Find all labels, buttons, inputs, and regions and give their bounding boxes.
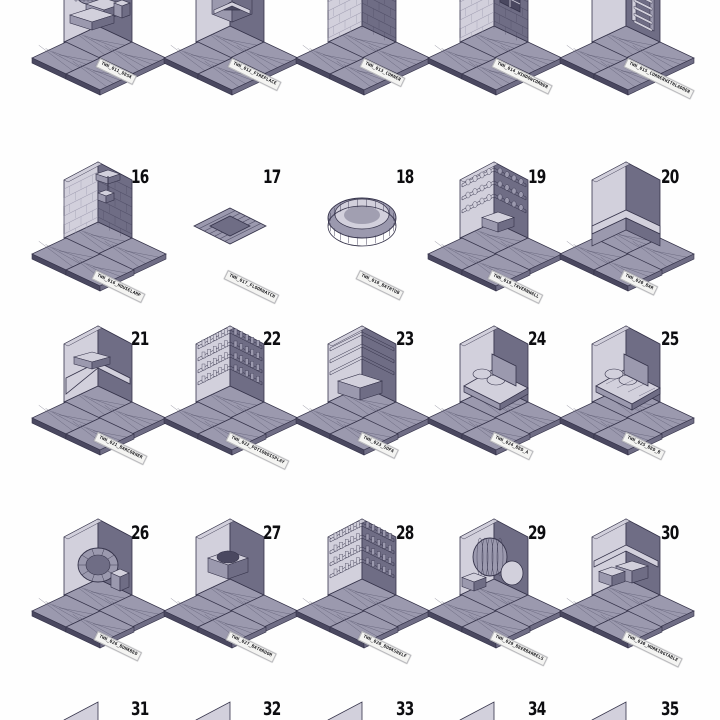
catalog-item-12: TWN_012_FIREPLACE bbox=[160, 0, 300, 127]
catalog-item-29: TWN_029_BEERBARRELS bbox=[424, 515, 564, 680]
item-number-18: 18 bbox=[396, 166, 414, 188]
item-number-16: 16 bbox=[131, 166, 149, 188]
catalog-item-15: TWN_015_CORNERWITHLADDER bbox=[556, 0, 696, 127]
miniature-model-17 bbox=[166, 160, 294, 280]
item-number-27: 27 bbox=[263, 522, 281, 544]
catalog-item-33 bbox=[292, 690, 432, 720]
miniature-model-32 bbox=[166, 692, 294, 720]
item-number-25: 25 bbox=[661, 328, 679, 350]
catalog-item-23: TWN_023_SOFA bbox=[292, 322, 432, 487]
miniature-model-34 bbox=[430, 692, 558, 720]
item-number-21: 21 bbox=[131, 328, 149, 350]
catalog-item-19: TWN_019_TAVERNWALL bbox=[424, 158, 564, 323]
item-number-31: 31 bbox=[131, 698, 149, 720]
catalog-item-20: TWN_020_BAR bbox=[556, 158, 696, 323]
miniature-model-18 bbox=[298, 160, 426, 280]
miniature-model-14 bbox=[427, 0, 563, 96]
miniature-model-33 bbox=[298, 692, 426, 720]
miniature-model-20 bbox=[559, 160, 695, 292]
miniature-model-35 bbox=[562, 692, 690, 720]
item-number-19: 19 bbox=[528, 166, 546, 188]
miniature-model-29 bbox=[427, 517, 563, 649]
miniature-model-24 bbox=[427, 324, 563, 456]
item-number-35: 35 bbox=[661, 698, 679, 720]
item-number-17: 17 bbox=[263, 166, 281, 188]
item-number-29: 29 bbox=[528, 522, 546, 544]
catalog-item-32 bbox=[160, 690, 300, 720]
item-number-30: 30 bbox=[661, 522, 679, 544]
catalog-item-30: TWN_030_WORKINGTABLE bbox=[556, 515, 696, 680]
miniature-model-28 bbox=[295, 517, 431, 649]
miniature-model-15 bbox=[559, 0, 695, 96]
item-number-24: 24 bbox=[528, 328, 546, 350]
catalog-item-28: TWN_028_BOOKSHELF bbox=[292, 515, 432, 680]
catalog-item-34 bbox=[424, 690, 564, 720]
catalog-item-18: TWN_018_BATHTUB bbox=[292, 158, 432, 323]
catalog-item-16: TWN_016_HOUSELAMP bbox=[28, 158, 168, 323]
catalog-item-22: TWN_022_POTIONDISPLAY bbox=[160, 322, 300, 487]
miniature-model-11 bbox=[31, 0, 167, 96]
catalog-item-17: TWN_017_FLOORHATCH bbox=[160, 158, 300, 323]
catalog-item-11: TWN_011_DESK bbox=[28, 0, 168, 127]
miniature-model-31 bbox=[34, 692, 162, 720]
item-number-23: 23 bbox=[396, 328, 414, 350]
miniature-model-16 bbox=[31, 160, 167, 292]
item-number-20: 20 bbox=[661, 166, 679, 188]
catalog-item-21: TWN_021_BARCORNER bbox=[28, 322, 168, 487]
catalog-item-31 bbox=[28, 690, 168, 720]
catalog-item-24: TWN_024_BED_A bbox=[424, 322, 564, 487]
item-number-22: 22 bbox=[263, 328, 281, 350]
item-number-32: 32 bbox=[263, 698, 281, 720]
miniature-model-30 bbox=[559, 517, 695, 649]
catalog-item-13: TWN_013_CORNER bbox=[292, 0, 432, 127]
item-number-26: 26 bbox=[131, 522, 149, 544]
catalog-item-26: TWN_026_BUNKBED bbox=[28, 515, 168, 680]
miniature-model-26 bbox=[31, 517, 167, 649]
catalog-item-27: TWN_027_BATHROOM bbox=[160, 515, 300, 680]
miniature-model-22 bbox=[163, 324, 299, 456]
item-number-34: 34 bbox=[528, 698, 546, 720]
catalog-item-25: TWN_025_BED_B bbox=[556, 322, 696, 487]
item-number-33: 33 bbox=[396, 698, 414, 720]
catalog-item-35 bbox=[556, 690, 696, 720]
catalog-item-14: TWN_014_WINDOWCORNER bbox=[424, 0, 564, 127]
miniature-model-25 bbox=[559, 324, 695, 456]
miniature-model-12 bbox=[163, 0, 299, 96]
item-number-28: 28 bbox=[396, 522, 414, 544]
miniature-model-19 bbox=[427, 160, 563, 292]
miniature-model-13 bbox=[295, 0, 431, 96]
